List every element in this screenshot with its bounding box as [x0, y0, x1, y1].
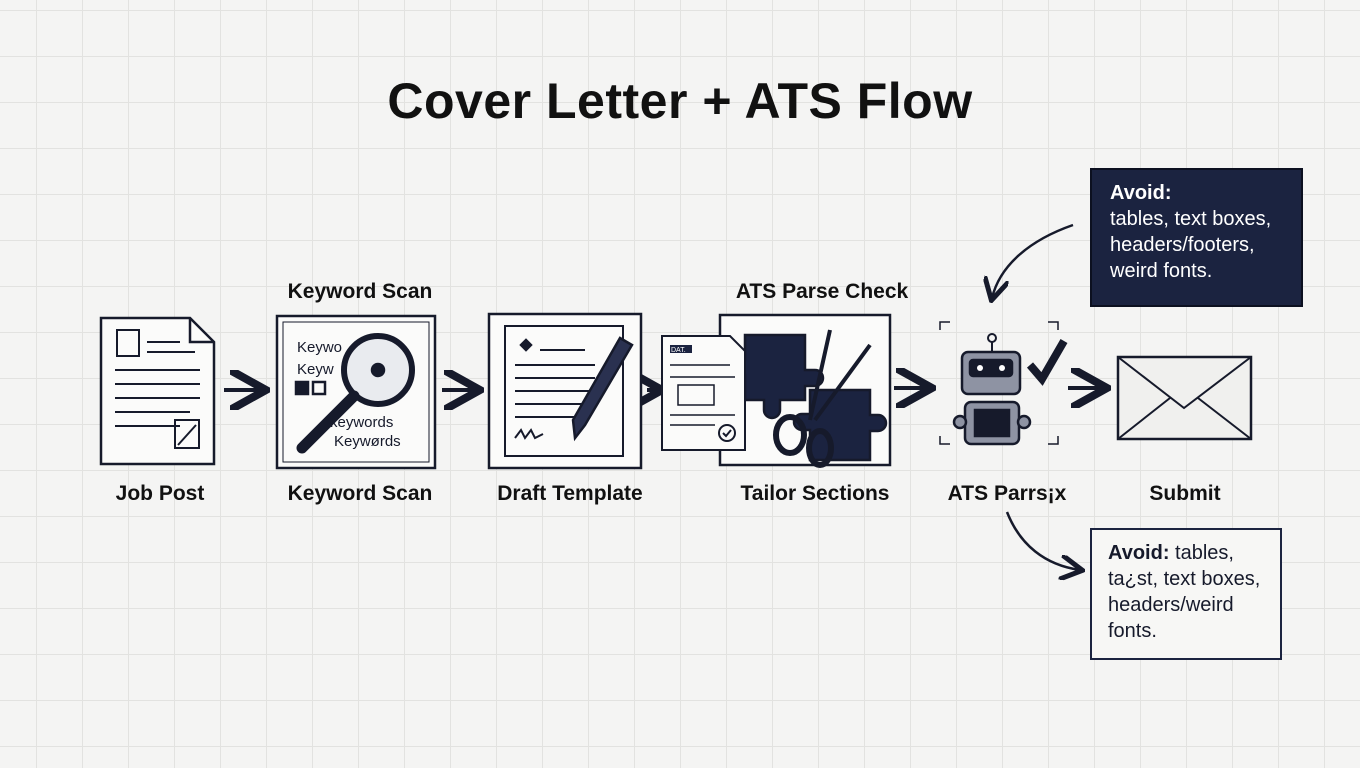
pencil-document-icon — [487, 312, 643, 470]
puzzle-scissors-icon — [661, 313, 892, 468]
arrow-icon — [224, 388, 1103, 390]
keyword-icon-text: Keywørds — [334, 433, 401, 450]
callout-line: tables, text boxes, — [1110, 208, 1272, 230]
callout-heading: Avoid: — [1110, 182, 1172, 204]
doc-tag-text: DAT. — [671, 347, 686, 354]
envelope-icon — [1116, 355, 1253, 441]
page-title: Cover Letter + ATS Flow — [387, 73, 973, 129]
callout-line: tables, — [1169, 542, 1234, 564]
keyword-icon-text: Keyw — [297, 361, 334, 378]
document-icon — [99, 316, 216, 466]
callout-line: headers/weird — [1108, 594, 1234, 616]
magnifier-icon — [275, 314, 437, 470]
callout-line: fonts. — [1108, 620, 1157, 642]
avoid-callout-dark: Avoid: tables, text boxes, headers/foote… — [1090, 168, 1303, 307]
step-label-tailor-sections: Tailor Sections — [740, 482, 890, 505]
robot-icon — [939, 321, 1068, 446]
callout-heading: Avoid: — [1108, 542, 1170, 564]
callout-arrow-bottom — [1005, 511, 1080, 570]
callout-arrow-top — [992, 223, 1074, 298]
keyword-icon-text: keywords — [330, 414, 393, 431]
callout-line: headers/footers, — [1110, 234, 1255, 256]
callout-line: ta¿st, text boxes, — [1108, 568, 1261, 590]
step-label-draft-template: Draft Template — [497, 482, 643, 505]
keyword-icon-text: Keywo — [297, 339, 342, 356]
avoid-callout-light: Avoid: tables, ta¿st, text boxes, header… — [1090, 528, 1282, 660]
step-label-keyword-scan: Keyword Scan — [287, 482, 433, 505]
step-label-submit: Submit — [1149, 482, 1221, 505]
step-label-ats-parse: ATS Parrs¡x — [947, 482, 1067, 505]
top-label-keyword-scan: Keyword Scan — [287, 280, 433, 303]
top-label-ats-parse-check: ATS Parse Check — [735, 280, 909, 303]
step-label-job-post: Job Post — [115, 482, 205, 505]
callout-line: weird fonts. — [1110, 260, 1213, 282]
